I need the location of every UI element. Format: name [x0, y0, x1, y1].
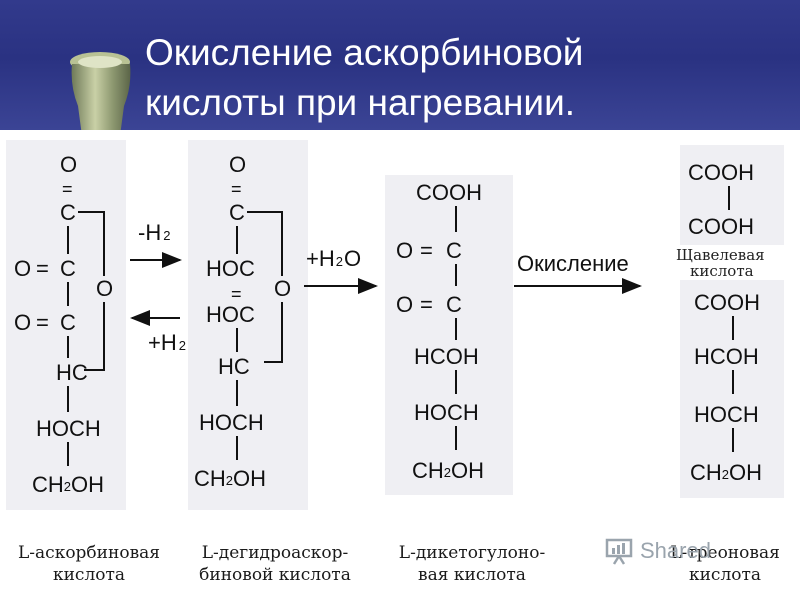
ring-oxygen: O — [274, 276, 291, 301]
atom-o: O — [14, 310, 31, 335]
group-hoch: HOCH — [199, 410, 264, 435]
group-hc: HC — [218, 354, 250, 379]
double-bond: = — [420, 238, 433, 263]
double-bond: = — [231, 179, 242, 199]
group-ch2oh: CH2OH — [412, 458, 484, 483]
group-ch2oh: CH2OH — [690, 460, 762, 485]
arrow-oxidation: Окисление — [514, 251, 642, 294]
compound-diketogulonic-acid: COOH O = C O = C HCOH HOCH CH2OH — [396, 180, 484, 483]
double-bond: = — [231, 284, 242, 304]
group-hc: HC — [56, 360, 88, 385]
title-banner: Окисление аскорбиновой кислоты при нагре… — [0, 0, 800, 130]
page-title: Окисление аскорбиновой кислоты при нагре… — [145, 32, 584, 123]
panel-oxalic — [680, 145, 784, 245]
group-cooh: COOH — [688, 214, 754, 239]
caption-diketogulonic-acid: L-дикетогулоно- вая кислота — [398, 543, 546, 585]
compound-threonic-acid: COOH HCOH HOCH CH2OH — [690, 290, 762, 485]
panel-dehydroascorbic — [188, 140, 308, 510]
group-ch2oh: CH2OH — [194, 466, 266, 491]
bottle-neck-image — [70, 52, 131, 130]
arrow-hydration: +H2O — [304, 246, 378, 294]
panel-diketogulonic — [385, 175, 513, 495]
atom-o: O — [229, 152, 246, 177]
watermark-text: Shared — [640, 538, 711, 563]
double-bond: = — [420, 292, 433, 317]
compound-dehydroascorbic-acid: O = C HOC = HOC HC HOCH CH2OH O — [194, 152, 291, 491]
atom-o: O — [14, 256, 31, 281]
group-cooh: COOH — [694, 290, 760, 315]
group-hoc: HOC — [206, 302, 255, 327]
group-hcoh: HCOH — [414, 344, 479, 369]
caption-threonic-acid: L-треоновая кислота — [670, 543, 780, 585]
panel-ascorbic — [6, 140, 126, 510]
group-hoc: HOC — [206, 256, 255, 281]
group-hoch: HOCH — [414, 400, 479, 425]
group-cooh: COOH — [416, 180, 482, 205]
double-bond: = — [36, 256, 49, 281]
atom-c: C — [229, 200, 245, 225]
group-hoch: HOCH — [36, 416, 101, 441]
group-cooh: COOH — [688, 160, 754, 185]
group-ch2oh: CH2OH — [32, 472, 104, 497]
label-oxidation: Окисление — [517, 251, 629, 276]
atom-o: O — [60, 152, 77, 177]
label-plus-h2o: +H2O — [306, 246, 361, 271]
atom-c: C — [446, 292, 462, 317]
double-bond: = — [62, 179, 73, 199]
caption-ascorbic-acid: L-аскорбиновая кислота — [18, 543, 160, 585]
atom-o: O — [396, 238, 413, 263]
atom-o: O — [396, 292, 413, 317]
atom-c: C — [60, 256, 76, 281]
atom-c: C — [446, 238, 462, 263]
group-hcoh: HCOH — [694, 344, 759, 369]
atom-c: C — [60, 310, 76, 335]
presentation-chart-icon — [605, 538, 633, 565]
caption-dehydroascorbic-acid: L-дегидроаскор- биновой кислота — [199, 543, 351, 585]
compound-ascorbic-acid: O = C O = C O = C HC HOCH CH2OH O — [14, 152, 113, 497]
atom-c: C — [60, 200, 76, 225]
double-bond: = — [36, 310, 49, 335]
group-hoch: HOCH — [694, 402, 759, 427]
ring-oxygen: O — [96, 276, 113, 301]
